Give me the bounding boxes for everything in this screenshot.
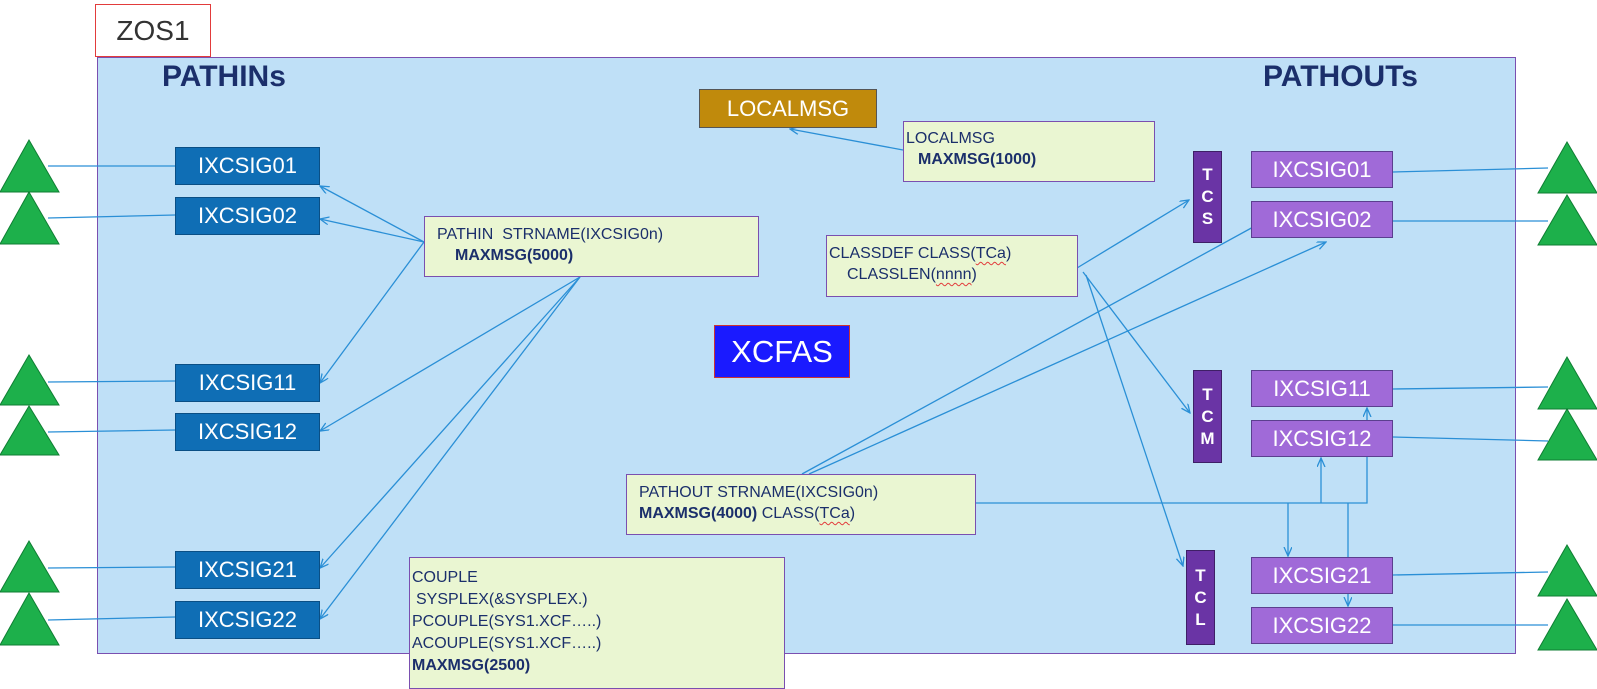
triangle-right-6: [1537, 598, 1597, 651]
classdef-note: CLASSDEF CLASS(TCa) CLASSLEN(nnnn): [826, 235, 1078, 297]
pathout-box-1: IXCSIG01: [1251, 151, 1393, 188]
arrow-pathin-22: [320, 276, 581, 619]
classdef-note-tca: TCa: [975, 245, 1006, 262]
class-tcl-letter: C: [1194, 587, 1207, 607]
classdef-note-text: ): [971, 266, 977, 283]
couple-note-line: ACOUPLE(SYS1.XCF…..): [412, 635, 602, 652]
triangle-left-5: [0, 540, 60, 593]
class-tcs-letter: T: [1202, 165, 1213, 184]
pathout-note-text: ): [849, 505, 856, 522]
link-left-tri-5: [47, 566, 176, 569]
triangle-right-4: [1537, 408, 1597, 461]
triangle-left-6: [0, 591, 60, 646]
link-left-tri-3: [47, 380, 176, 383]
triangle-right-5: [1537, 544, 1597, 597]
pathout-note-tca: TCa: [819, 505, 850, 522]
couple-note-line: COUPLE: [412, 569, 478, 586]
class-tcs-letter: S: [1201, 209, 1214, 228]
pathin-note-line2: MAXMSG(5000): [455, 247, 574, 264]
link-left-tri-2: [47, 214, 176, 219]
arrow-pathout-01: [801, 220, 1266, 475]
link-right-tri-4: [1392, 436, 1549, 442]
pathouts-header: PATHOUTs: [1263, 60, 1418, 93]
arrow-pathin-21: [320, 276, 581, 568]
arrow-pathin-02: [320, 219, 425, 243]
pathin-box-4: IXCSIG12: [175, 413, 320, 451]
class-tcl: T C L: [1186, 550, 1215, 645]
pathin-box-5: IXCSIG21: [175, 551, 320, 589]
class-tcm: T C M: [1193, 370, 1222, 463]
classdef-note-line2: CLASSLEN(nnnn): [829, 264, 1077, 285]
pathout-note: PATHOUT STRNAME(IXCSIG0n) MAXMSG(4000) C…: [626, 474, 976, 535]
class-tcs: T C S: [1193, 151, 1222, 243]
classdef-note-nnnn: nnnn: [935, 266, 972, 283]
arrow-class-tcl: [1085, 274, 1183, 566]
localmsg-note: LOCALMSG MAXMSG(1000): [903, 121, 1155, 182]
classdef-note-text: CLASSLEN(: [847, 266, 936, 283]
localmsg-box: LOCALMSG: [699, 89, 877, 128]
class-tcm-letter: M: [1200, 428, 1215, 448]
pathin-box-6: IXCSIG22: [175, 601, 320, 639]
link-right-tri-3: [1392, 386, 1549, 390]
class-tcs-letter: C: [1201, 187, 1214, 206]
couple-note: COUPLE SYSPLEX(&SYSPLEX.) PCOUPLE(SYS1.X…: [409, 557, 785, 689]
couple-note-maxmsg: MAXMSG(2500): [412, 657, 531, 674]
pathout-note-line1: PATHOUT STRNAME(IXCSIG0n): [639, 484, 879, 501]
class-tcl-letter: T: [1195, 565, 1206, 585]
pathout-note-text: CLASS(: [757, 505, 820, 522]
system-name: ZOS1: [95, 4, 211, 57]
class-tcl-letter: L: [1195, 609, 1206, 629]
pathout-box-5: IXCSIG21: [1251, 557, 1393, 594]
triangle-right-1: [1537, 141, 1597, 194]
pathout-note-line2: MAXMSG(4000) CLASS(TCa): [639, 503, 975, 524]
couple-note-line: PCOUPLE(SYS1.XCF…..): [412, 613, 602, 630]
triangle-left-2: [0, 190, 60, 245]
link-left-tri-6: [47, 616, 176, 621]
pathins-header: PATHINs: [162, 60, 286, 93]
link-left-tri-4: [47, 429, 176, 433]
classdef-note-text: CLASSDEF CLASS(: [829, 245, 976, 262]
arrow-pathout-02: [808, 242, 1326, 475]
triangle-right-2: [1537, 194, 1597, 246]
link-right-tri-1: [1392, 167, 1549, 173]
triangle-right-3: [1537, 355, 1597, 410]
classdef-note-line1: CLASSDEF CLASS(TCa): [829, 243, 1077, 264]
pathin-box-1: IXCSIG01: [175, 147, 320, 185]
classdef-note-text: ): [1005, 245, 1012, 262]
pathout-box-6: IXCSIG22: [1251, 607, 1393, 644]
arrow-pathin-01: [320, 186, 425, 243]
arrow-class-tcm: [1082, 271, 1190, 413]
pathin-box-3: IXCSIG11: [175, 364, 320, 402]
arrow-localmsg: [790, 129, 904, 151]
arrow-pathin-12: [320, 276, 581, 431]
arrow-pathin-11: [320, 241, 425, 383]
localmsg-note-line1: LOCALMSG: [906, 130, 995, 147]
class-tcm-letter: C: [1201, 406, 1214, 426]
pathout-box-3: IXCSIG11: [1251, 370, 1393, 407]
triangle-left-4: [0, 405, 60, 456]
pathin-note: PATHIN STRNAME(IXCSIG0n) MAXMSG(5000): [424, 216, 759, 277]
xcfas-box: XCFAS: [714, 325, 850, 378]
pathout-box-4: IXCSIG12: [1251, 420, 1393, 457]
pathout-note-maxmsg: MAXMSG(4000): [639, 505, 758, 522]
couple-note-line: SYSPLEX(&SYSPLEX.): [416, 591, 588, 608]
pathout-box-2: IXCSIG02: [1251, 201, 1393, 238]
pathin-note-line1: PATHIN STRNAME(IXCSIG0n): [437, 226, 664, 243]
class-tcm-letter: T: [1202, 384, 1213, 404]
triangle-left-3: [0, 354, 60, 406]
link-right-tri-5: [1392, 571, 1549, 576]
pathin-box-2: IXCSIG02: [175, 197, 320, 235]
arrow-class-tcs: [1076, 200, 1189, 269]
localmsg-note-line2: MAXMSG(1000): [918, 151, 1037, 168]
